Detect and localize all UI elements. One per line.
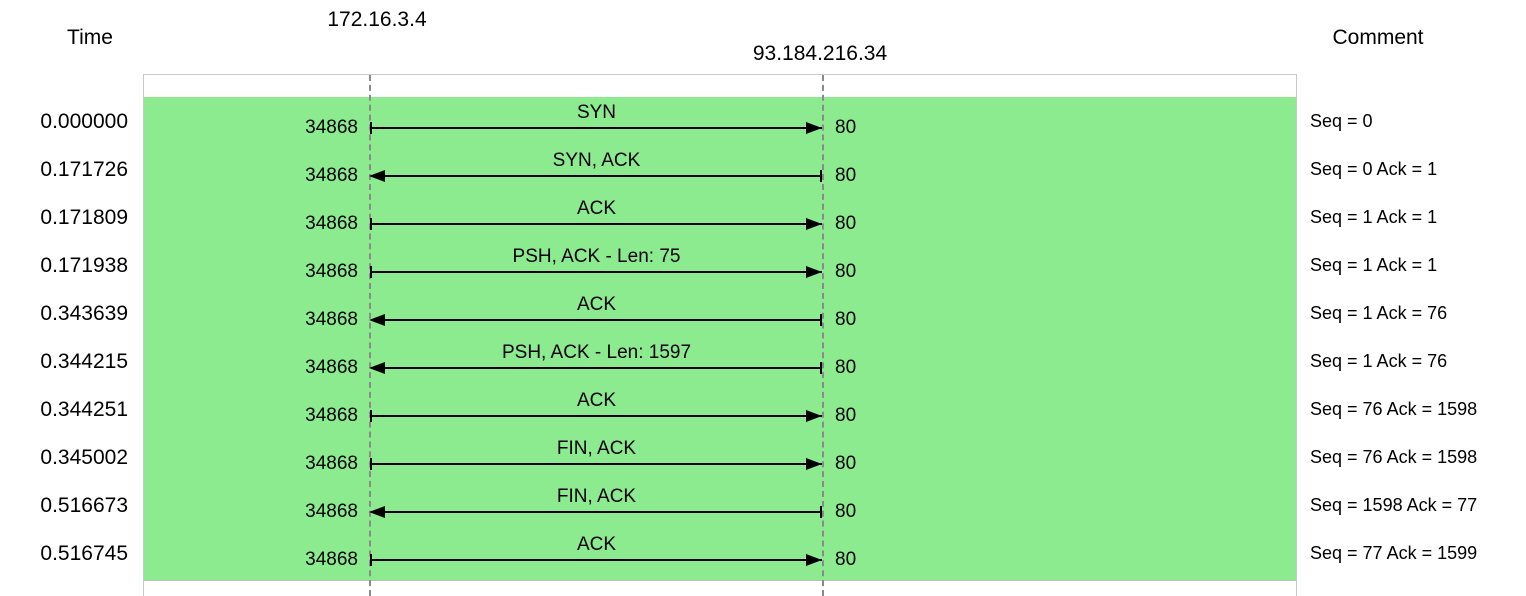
arrowhead-icon <box>806 218 822 230</box>
packet-arrow[interactable] <box>371 367 822 369</box>
packet-flags-label: FIN, ACK <box>556 486 637 507</box>
arrow-origin-tick <box>370 458 372 470</box>
packet-comment: Seq = 1 Ack = 1 <box>1310 207 1438 227</box>
packet-src-port: 34868 <box>305 549 358 570</box>
arrowhead-icon <box>369 314 385 326</box>
arrow-origin-tick <box>820 170 822 182</box>
packet-comment: Seq = 76 Ack = 1598 <box>1310 399 1478 419</box>
packet-arrow[interactable] <box>371 271 822 273</box>
packet-time: 0.516673 <box>40 494 128 517</box>
packet-comment: Seq = 1 Ack = 1 <box>1310 255 1438 275</box>
packet-time: 0.171809 <box>40 206 128 229</box>
packet-arrow[interactable] <box>371 415 822 417</box>
packet-src-port: 34868 <box>305 213 358 234</box>
packet-comment: Seq = 1 Ack = 76 <box>1310 303 1448 323</box>
packet-arrow[interactable] <box>371 223 822 225</box>
source-address-label: 172.16.3.4 <box>327 8 427 31</box>
comment-column-header: Comment <box>1332 26 1424 49</box>
arrowhead-icon <box>806 122 822 134</box>
packet-flags-label: ACK <box>576 390 617 411</box>
packet-arrow[interactable] <box>371 463 822 465</box>
packet-flags-label: ACK <box>576 294 617 315</box>
packet-comment: Seq = 76 Ack = 1598 <box>1310 447 1478 467</box>
arrow-origin-tick <box>370 266 372 278</box>
packet-flags-label: PSH, ACK - Len: 1597 <box>501 342 692 363</box>
arrow-origin-tick <box>370 122 372 134</box>
arrowhead-icon <box>369 362 385 374</box>
arrowhead-icon <box>369 506 385 518</box>
arrowhead-icon <box>806 554 822 566</box>
arrow-origin-tick <box>370 410 372 422</box>
arrow-origin-tick <box>370 554 372 566</box>
packet-comment: Seq = 0 Ack = 1 <box>1310 159 1438 179</box>
packet-arrow[interactable] <box>371 511 822 513</box>
packet-time: 0.516745 <box>40 542 128 565</box>
packet-time: 0.000000 <box>40 110 128 133</box>
packet-time: 0.343639 <box>40 302 128 325</box>
packet-flags-label: FIN, ACK <box>556 438 637 459</box>
packet-time: 0.171726 <box>40 158 128 181</box>
packet-src-port: 34868 <box>305 501 358 522</box>
packet-arrow[interactable] <box>371 127 822 129</box>
packet-time: 0.345002 <box>40 446 128 469</box>
packet-src-port: 34868 <box>305 405 358 426</box>
packet-src-port: 34868 <box>305 357 358 378</box>
lifeline-source <box>369 75 371 596</box>
packet-dst-port: 80 <box>835 405 857 426</box>
time-column-header: Time <box>67 26 113 49</box>
packet-flags-label: ACK <box>576 534 617 555</box>
packet-dst-port: 80 <box>835 165 857 186</box>
arrow-origin-tick <box>820 506 822 518</box>
arrow-origin-tick <box>370 218 372 230</box>
packet-comment: Seq = 1598 Ack = 77 <box>1310 495 1478 515</box>
packet-dst-port: 80 <box>835 309 857 330</box>
arrowhead-icon <box>806 458 822 470</box>
packet-src-port: 34868 <box>305 453 358 474</box>
packet-time: 0.171938 <box>40 254 128 277</box>
arrow-origin-tick <box>820 314 822 326</box>
packet-comment: Seq = 1 Ack = 76 <box>1310 351 1448 371</box>
packet-comment: Seq = 0 <box>1310 111 1373 131</box>
packet-dst-port: 80 <box>835 357 857 378</box>
packet-dst-port: 80 <box>835 549 857 570</box>
packet-arrow[interactable] <box>371 559 822 561</box>
packet-arrow[interactable] <box>371 319 822 321</box>
tcp-stream-band <box>144 97 1296 581</box>
packet-dst-port: 80 <box>835 213 857 234</box>
packet-time: 0.344215 <box>40 350 128 373</box>
packet-flags-label: SYN <box>576 102 617 123</box>
packet-src-port: 34868 <box>305 261 358 282</box>
packet-src-port: 34868 <box>305 309 358 330</box>
packet-dst-port: 80 <box>835 261 857 282</box>
packet-dst-port: 80 <box>835 117 857 138</box>
packet-time: 0.344251 <box>40 398 128 421</box>
arrow-origin-tick <box>820 362 822 374</box>
packet-dst-port: 80 <box>835 453 857 474</box>
packet-src-port: 34868 <box>305 165 358 186</box>
arrowhead-icon <box>806 266 822 278</box>
packet-comment: Seq = 77 Ack = 1599 <box>1310 543 1478 563</box>
packet-flags-label: PSH, ACK - Len: 75 <box>512 246 681 267</box>
lifeline-dest <box>822 75 824 596</box>
dest-address-label: 93.184.216.34 <box>752 42 888 65</box>
packet-flags-label: ACK <box>576 198 617 219</box>
packet-dst-port: 80 <box>835 501 857 522</box>
packet-src-port: 34868 <box>305 117 358 138</box>
packet-arrow[interactable] <box>371 175 822 177</box>
arrowhead-icon <box>369 170 385 182</box>
packet-flags-label: SYN, ACK <box>552 150 641 171</box>
arrowhead-icon <box>806 410 822 422</box>
